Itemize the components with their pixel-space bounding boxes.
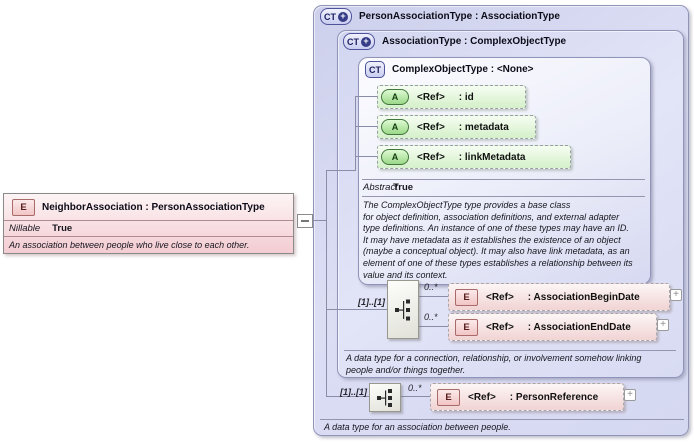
complex-object-type-title: ComplexObjectType : <None> <box>392 64 534 75</box>
collapse-toggle[interactable] <box>297 214 313 228</box>
element-cardinality: 0..* <box>408 383 422 393</box>
sequence-icon <box>395 299 410 320</box>
attribute-stub <box>355 156 378 157</box>
attribute-ref: <Ref> <box>417 151 445 163</box>
element-ref: <Ref> <box>486 321 514 333</box>
derived-plus-badge: + <box>338 11 348 22</box>
abstract-separator-bottom <box>362 196 645 197</box>
derived-plus-badge: + <box>361 36 371 47</box>
complex-object-type-description: The ComplexObjectType type provides a ba… <box>363 200 633 280</box>
ct-label: CT <box>347 36 359 47</box>
expand-button[interactable]: + <box>624 389 636 401</box>
attribute-link-metadata[interactable]: A <Ref> : linkMetadata <box>377 145 571 169</box>
sequence-stub <box>326 309 388 310</box>
abstract-separator-top <box>362 179 645 180</box>
sequence-connector[interactable] <box>387 280 419 339</box>
attribute-trunk <box>355 96 356 171</box>
element-icon: E <box>455 288 478 306</box>
element-cardinality: 0..* <box>424 312 438 322</box>
attribute-ref: <Ref> <box>417 91 445 103</box>
element-name: : PersonReference <box>509 391 599 403</box>
attribute-id[interactable]: A <Ref> : id <box>377 85 526 109</box>
element-ref: <Ref> <box>468 391 496 403</box>
e-label: E <box>20 202 27 213</box>
nillable-value: True <box>52 223 73 234</box>
attribute-name: : metadata <box>458 121 509 133</box>
minus-icon <box>301 220 309 222</box>
complex-type-icon: CT + <box>343 33 375 50</box>
person-association-type-title: PersonAssociationType : AssociationType <box>359 11 560 22</box>
association-type-description: A data type for a connection, relationsh… <box>346 353 642 375</box>
neighbor-association-box[interactable]: E NeighborAssociation : PersonAssociatio… <box>3 193 294 254</box>
element-cardinality: 0..* <box>424 282 438 292</box>
attribute-stub <box>355 126 378 127</box>
element-name: : AssociationEndDate <box>527 321 631 333</box>
neighbor-association-description: An association between people who live c… <box>9 240 250 250</box>
element-icon: E <box>455 318 478 336</box>
attribute-name: : linkMetadata <box>458 151 526 163</box>
element-person-reference[interactable]: E <Ref> : PersonReference <box>430 383 624 411</box>
attribute-icon: A <box>381 149 409 165</box>
person-association-type-description: A data type for an association between p… <box>324 422 511 432</box>
complex-type-icon: CT + <box>320 8 352 25</box>
sequence-cardinality: [1]..[1] <box>340 387 367 397</box>
connector-line <box>326 170 356 171</box>
ct-label: CT <box>324 11 336 22</box>
connector-trunk <box>326 170 327 397</box>
attribute-ref: <Ref> <box>417 121 445 133</box>
element-ref: <Ref> <box>486 291 514 303</box>
connector-line <box>313 220 327 221</box>
sequence-cardinality: [1]..[1] <box>358 297 385 307</box>
abstract-value: True <box>393 182 414 193</box>
sequence-stub <box>326 396 370 397</box>
attribute-icon: A <box>381 119 409 135</box>
sequence-icon <box>377 388 392 407</box>
nillable-label: Nillable <box>9 223 41 234</box>
element-association-begin-date[interactable]: E <Ref> : AssociationBeginDate <box>448 283 670 311</box>
footer-separator <box>320 419 684 420</box>
element-stub <box>417 296 448 297</box>
element-icon: E <box>437 388 460 406</box>
attribute-metadata[interactable]: A <Ref> : metadata <box>377 115 536 139</box>
ct-label: CT <box>369 64 381 75</box>
expand-button[interactable]: + <box>670 289 682 301</box>
element-icon: E <box>12 199 35 216</box>
attribute-icon: A <box>381 89 409 105</box>
neighbor-association-title: NeighborAssociation : PersonAssociationT… <box>42 202 265 213</box>
element-stub <box>399 396 430 397</box>
attribute-name: : id <box>458 91 474 103</box>
attribute-stub <box>355 96 378 97</box>
element-stub <box>417 326 448 327</box>
sequence-connector[interactable] <box>369 383 401 412</box>
complex-type-icon: CT <box>365 61 385 78</box>
element-association-end-date[interactable]: E <Ref> : AssociationEndDate <box>448 313 657 341</box>
association-type-title: AssociationType : ComplexObjectType <box>382 36 567 47</box>
footer-separator <box>344 350 676 351</box>
expand-button[interactable]: + <box>657 319 669 331</box>
abstract-label: Abstract <box>363 182 398 193</box>
element-name: : AssociationBeginDate <box>527 291 640 303</box>
